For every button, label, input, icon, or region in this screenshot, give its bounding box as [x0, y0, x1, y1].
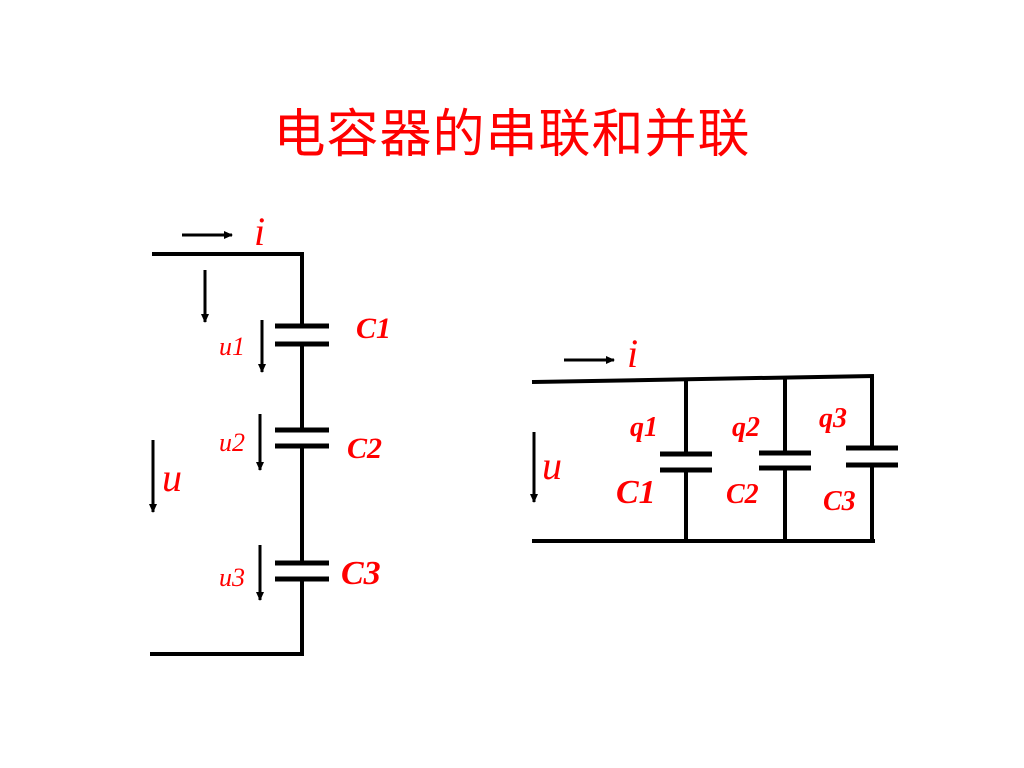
- parallel-top-bus: [531, 373, 875, 385]
- q1-label: q1: [630, 412, 658, 443]
- u1-label: u1: [219, 332, 245, 361]
- series-c2-label: C2: [347, 432, 382, 465]
- q3-label: q3: [819, 403, 847, 434]
- series-voltage-label: u: [162, 455, 182, 500]
- series-capacitor-c1: [275, 323, 329, 347]
- series-capacitor-c3: [275, 560, 329, 582]
- parallel-c2-label: C2: [726, 479, 759, 510]
- parallel-c3-label: C3: [823, 486, 856, 517]
- parallel-current-label: i: [627, 331, 638, 376]
- series-c1-label: C1: [356, 312, 391, 345]
- series-current-label: i: [254, 209, 265, 254]
- series-bottom-wire: [150, 577, 304, 656]
- series-top-wire: [152, 252, 304, 328]
- parallel-circuit: i u q1 q2 q3 C1 C2 C3: [530, 331, 898, 543]
- u3-label: u3: [219, 563, 245, 592]
- slide-title: 电容器的串联和并联: [273, 105, 751, 165]
- series-capacitor-c2: [275, 427, 329, 449]
- parallel-c1-label: C1: [616, 474, 656, 511]
- parallel-capacitor-c3: [846, 445, 898, 468]
- series-circuit: i u u1 u2 u3 C1 C2 C3: [149, 209, 391, 656]
- q2-label: q2: [732, 412, 760, 443]
- series-c3-label: C3: [341, 555, 381, 592]
- u2-label: u2: [219, 428, 245, 457]
- parallel-capacitor-c1: [660, 451, 712, 473]
- parallel-voltage-label: u: [542, 443, 562, 488]
- parallel-capacitor-c2: [759, 450, 811, 471]
